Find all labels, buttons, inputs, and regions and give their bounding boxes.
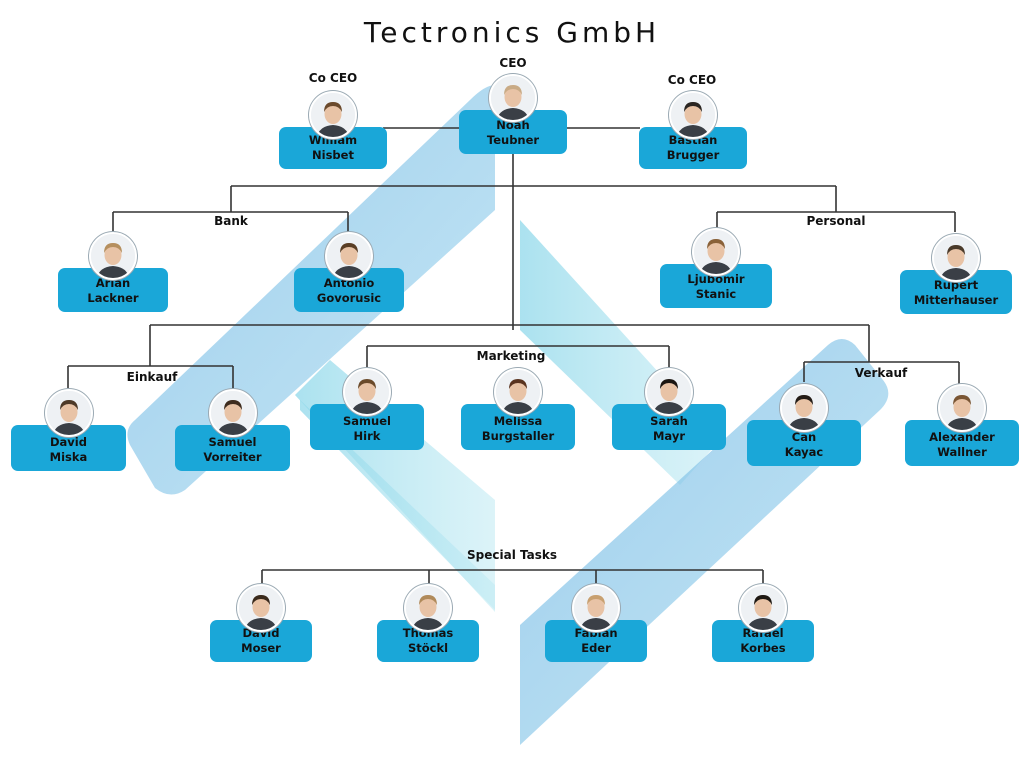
avatar-photo	[938, 384, 986, 432]
group-label-marketing: Marketing	[476, 349, 546, 363]
group-label-coceo_left: Co CEO	[308, 71, 358, 85]
person-last-name: Stanic	[695, 287, 737, 301]
person-last-name: Vorreiter	[203, 450, 262, 464]
group-label-ceo: CEO	[499, 56, 527, 70]
avatar-photo	[44, 389, 93, 437]
avatar-photo	[494, 368, 542, 416]
avatar-photo	[404, 584, 452, 632]
person-first-name: William	[308, 133, 358, 147]
person-last-name: Korbes	[740, 641, 786, 655]
person-last-name: Burgstaller	[481, 429, 555, 443]
person-last-name: Govorusic	[316, 291, 382, 305]
avatar-photo	[645, 368, 693, 416]
company-title: Tectronics GmbH	[363, 16, 661, 49]
person-last-name: Teubner	[486, 133, 540, 147]
person-last-name: Kayac	[784, 445, 824, 459]
group-label-verkauf: Verkauf	[854, 366, 908, 380]
avatar-photo	[780, 384, 828, 432]
person-first-name: Bastian	[668, 133, 718, 147]
person-last-name: Eder	[581, 641, 611, 655]
group-label-personal: Personal	[806, 214, 866, 228]
avatar-photo	[89, 232, 137, 280]
person-first-name: Can	[791, 430, 817, 444]
person-first-name: Thomas	[402, 626, 454, 640]
avatar-photo	[692, 228, 740, 276]
person-first-name: Rupert	[933, 278, 979, 292]
person-first-name: Noah	[496, 118, 530, 132]
group-label-special: Special Tasks	[467, 548, 557, 562]
avatar-photo	[572, 584, 620, 632]
person-first-name: Arian	[95, 276, 131, 290]
person-last-name: Nisbet	[312, 148, 354, 162]
person-last-name: Mitterhauser	[913, 293, 999, 307]
group-label-bank: Bank	[214, 214, 248, 228]
avatar-photo	[739, 584, 787, 632]
person-last-name: Stöckl	[407, 641, 449, 655]
person-first-name: Sarah	[650, 414, 688, 428]
person-last-name: Moser	[241, 641, 281, 655]
person-first-name: Samuel	[343, 414, 391, 428]
person-first-name: Antonio	[323, 276, 375, 290]
person-first-name: Melissa	[493, 414, 543, 428]
avatar-photo	[208, 389, 257, 437]
person-last-name: Brugger	[666, 148, 720, 162]
avatar-photo	[309, 91, 357, 139]
person-first-name: David	[50, 435, 87, 449]
person-last-name: Miska	[49, 450, 88, 464]
avatar-photo	[489, 74, 537, 122]
person-last-name: Hirk	[353, 429, 381, 443]
group-label-coceo_right: Co CEO	[667, 73, 717, 87]
avatar-photo	[669, 91, 717, 139]
person-last-name: Mayr	[652, 429, 686, 443]
avatar-photo	[932, 234, 980, 282]
person-last-name: Wallner	[937, 445, 987, 459]
avatar-photo	[343, 368, 391, 416]
group-label-einkauf: Einkauf	[126, 370, 178, 384]
person-first-name: Samuel	[208, 435, 257, 449]
avatar-photo	[237, 584, 285, 632]
person-first-name: Alexander	[929, 430, 995, 444]
person-last-name: Lackner	[87, 291, 139, 305]
person-first-name: Ljubomir	[687, 272, 745, 286]
avatar-photo	[325, 232, 373, 280]
